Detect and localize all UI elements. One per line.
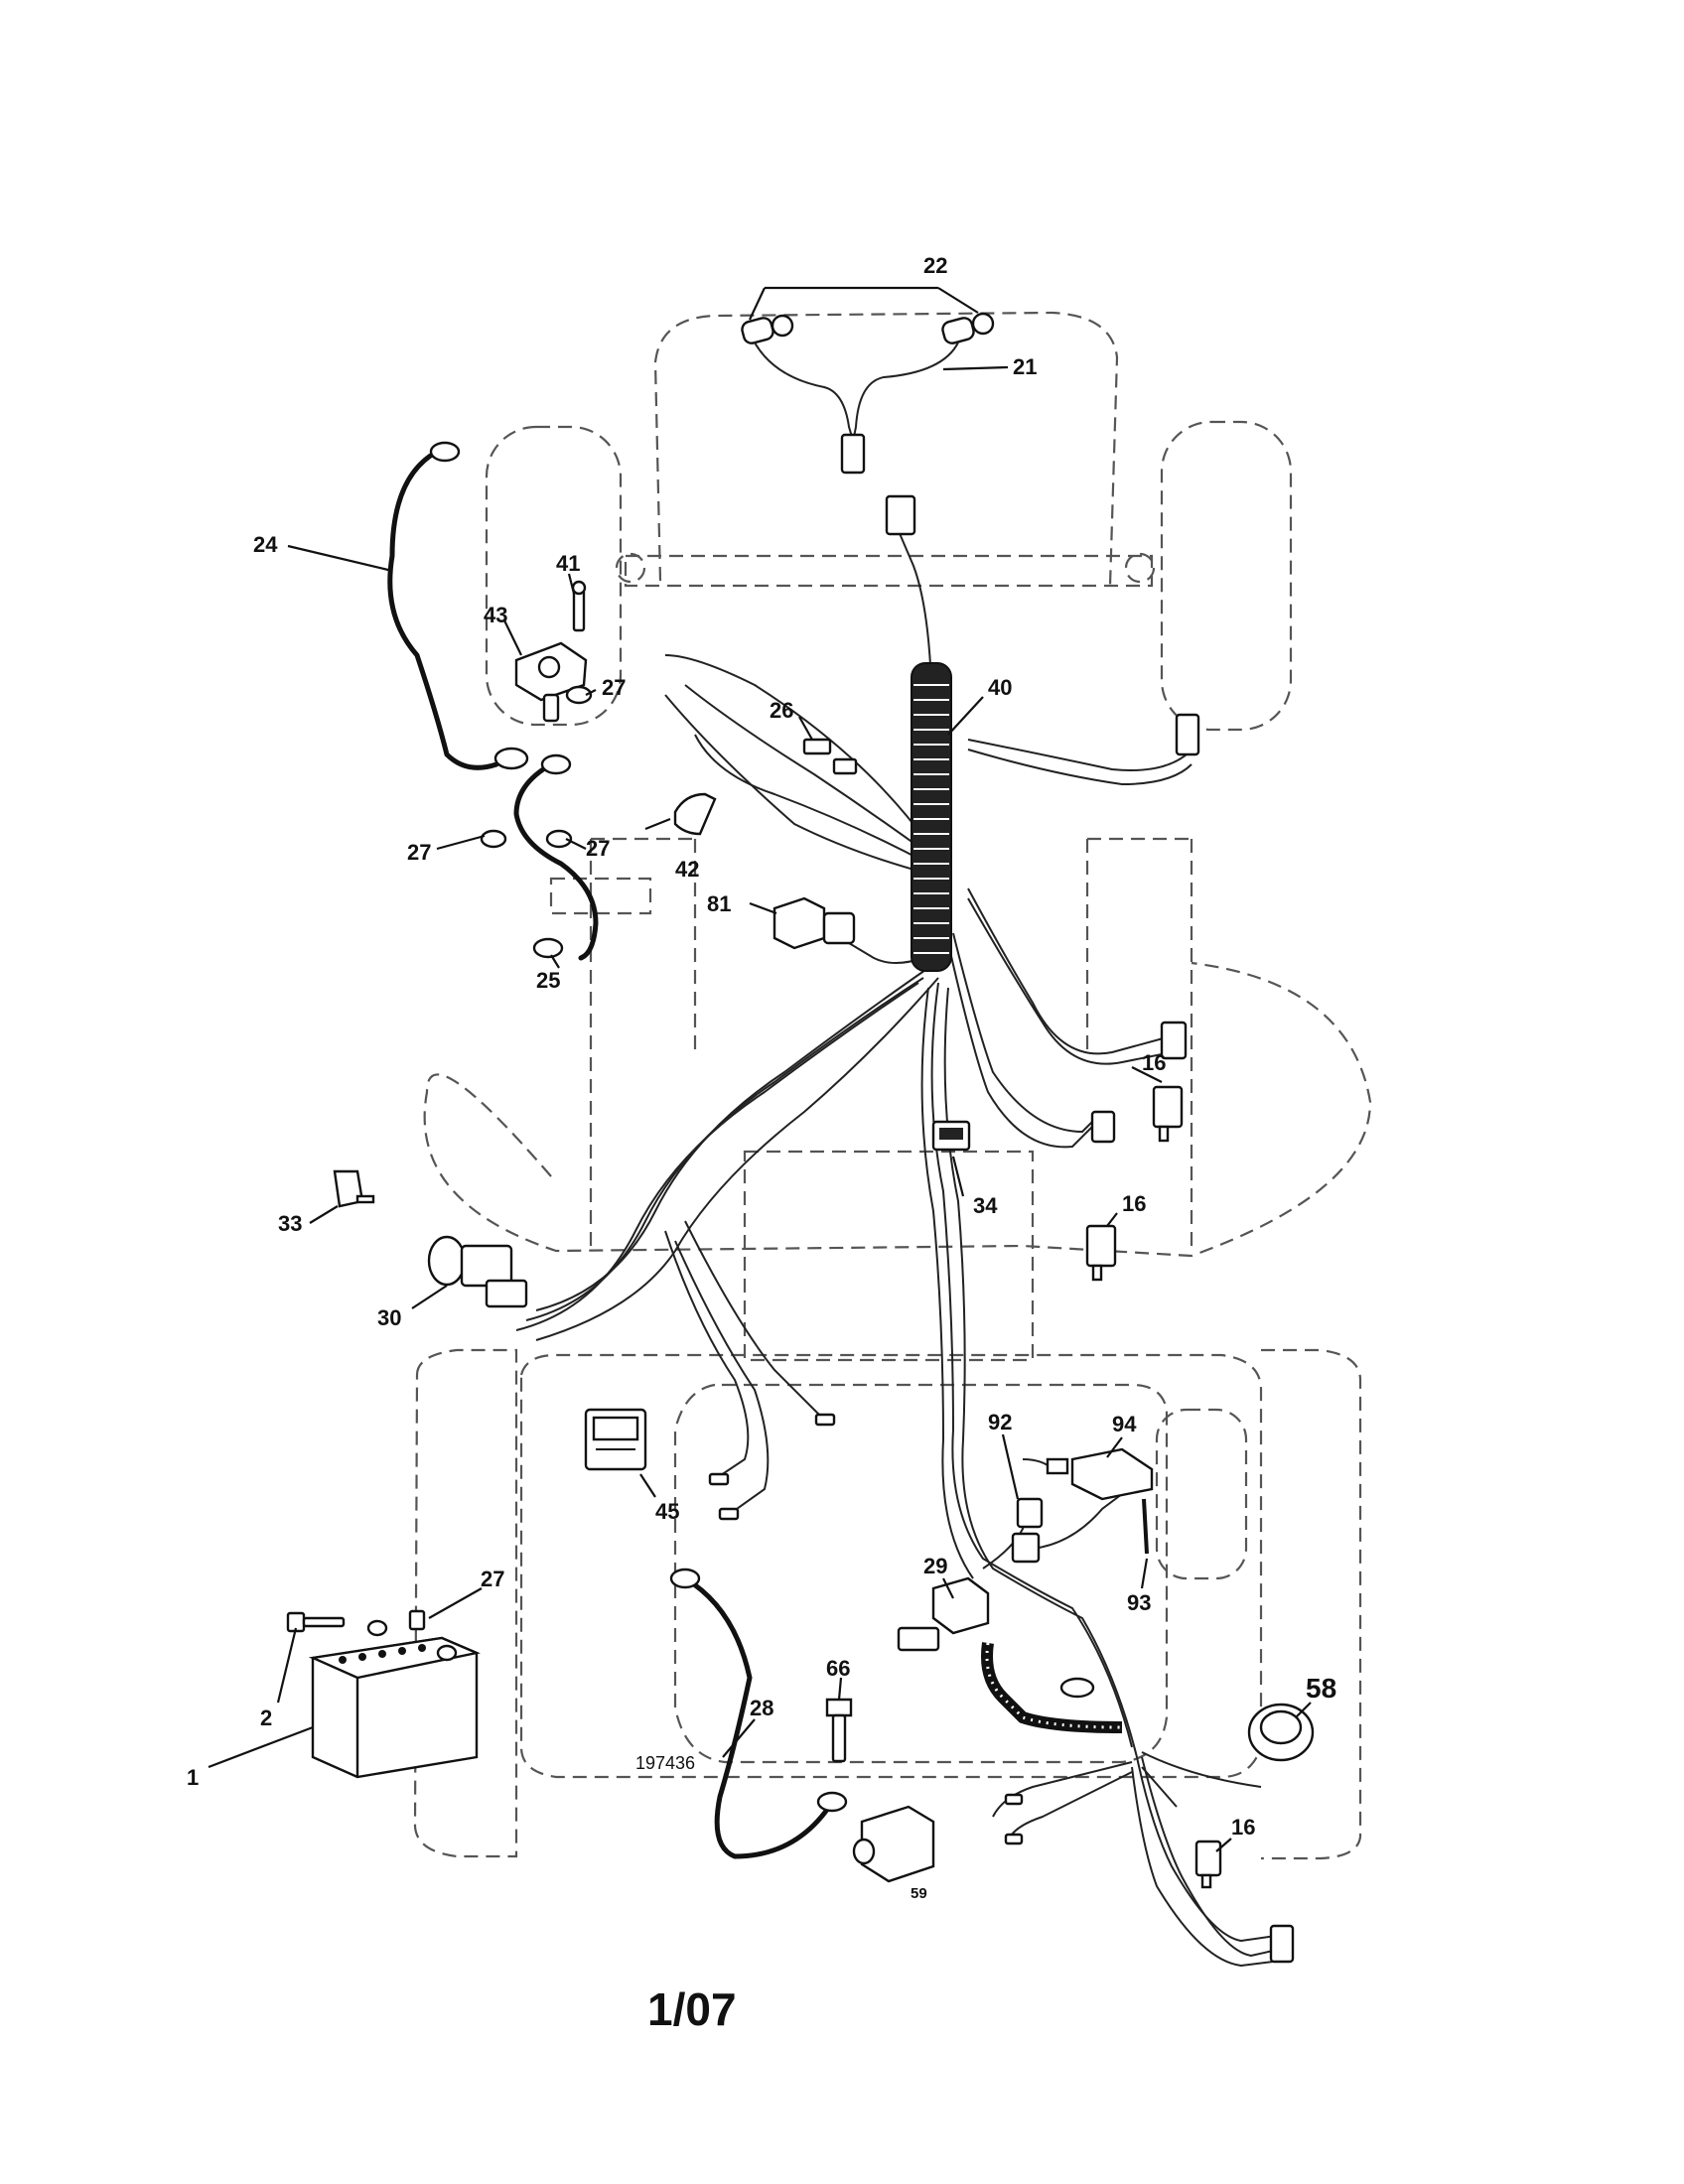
rear-left-wheel-outline <box>413 1348 518 1858</box>
callout-16: 16 <box>1122 1191 1146 1216</box>
terminal-boot <box>673 792 717 836</box>
hex-nut-top <box>565 685 593 705</box>
hex-nut-battery <box>408 1609 426 1631</box>
callout-16: 16 <box>1231 1815 1255 1840</box>
rocker-switch <box>931 1120 971 1152</box>
page-label: 1/07 <box>647 1983 737 2035</box>
relay <box>772 896 856 950</box>
connector-92 <box>1011 1497 1044 1564</box>
solenoid-bolt <box>571 580 587 632</box>
callout-81: 81 <box>707 891 731 916</box>
ignition-key <box>333 1169 375 1208</box>
harness-conduit <box>911 662 1123 1733</box>
connector-right-front <box>1175 713 1200 756</box>
front-axle-outline <box>624 554 1154 588</box>
reverse-switch <box>1046 1447 1154 1501</box>
callout-42: 42 <box>675 857 699 882</box>
callout-92: 92 <box>988 1410 1012 1434</box>
center-body-outline <box>743 1150 1035 1362</box>
callout-27: 27 <box>586 836 610 861</box>
control-module <box>897 1576 990 1652</box>
spring-pin <box>1142 1498 1149 1555</box>
callout-25: 25 <box>536 968 560 993</box>
connector-rear-bottom <box>1269 1924 1295 1964</box>
callout-41: 41 <box>556 551 580 576</box>
ring-terminals-45 <box>708 1413 836 1521</box>
callout-43: 43 <box>484 603 507 627</box>
frame-outline <box>589 837 1193 1251</box>
callout-26: 26 <box>770 698 793 723</box>
front-pivot-right <box>1124 552 1156 584</box>
seat-outline <box>423 961 1372 1258</box>
callout-59: 59 <box>911 1885 927 1902</box>
callout-2: 2 <box>260 1706 272 1730</box>
front-right-wheel-outline <box>1160 420 1293 732</box>
callout-27: 27 <box>481 1567 504 1591</box>
callout-34: 34 <box>973 1193 998 1218</box>
headlight-left <box>741 314 794 344</box>
callout-58: 58 <box>1306 1673 1336 1704</box>
hex-nut-left <box>480 829 507 849</box>
callout-40: 40 <box>988 675 1012 700</box>
switch-16-middle <box>1085 1224 1117 1282</box>
ignition-switch <box>427 1235 528 1308</box>
harness-wires <box>515 530 1287 1968</box>
fender-outline <box>673 1383 1169 1764</box>
dash-outline <box>549 877 652 915</box>
hood-outline <box>653 311 1119 587</box>
callout-21: 21 <box>1013 354 1037 379</box>
headlight-right <box>941 312 995 344</box>
fuse-holder <box>802 738 858 775</box>
hood-connector <box>885 494 916 536</box>
seat-switch-outline <box>1155 1408 1248 1580</box>
callout-33: 33 <box>278 1211 302 1236</box>
leader-lines <box>208 286 1312 1852</box>
battery <box>308 1619 481 1779</box>
callout-27: 27 <box>407 840 431 865</box>
rear-deck-outline <box>519 1353 1263 1779</box>
callout-28: 28 <box>750 1696 773 1720</box>
switch-16-upper <box>1152 1085 1184 1143</box>
ground-cable <box>387 441 529 770</box>
ammeter <box>584 1408 647 1471</box>
callout-labels: 22 21 24 41 43 27 27 27 42 25 26 40 81 1… <box>187 253 1336 1902</box>
loom-conduit <box>911 662 952 972</box>
battery-cable <box>513 753 599 961</box>
reverse-alarm <box>1247 1703 1315 1762</box>
callout-93: 93 <box>1127 1590 1151 1615</box>
callout-16: 16 <box>1142 1050 1166 1075</box>
hex-nut-right <box>545 829 573 849</box>
callout-45: 45 <box>655 1499 679 1524</box>
callout-27: 27 <box>602 675 626 700</box>
chassis-outline <box>413 311 1372 1860</box>
callout-22: 22 <box>923 253 947 278</box>
connector-34 <box>1090 1110 1116 1144</box>
ring-terminal-rear <box>1059 1677 1095 1699</box>
ignition-coil <box>852 1805 935 1883</box>
starter-solenoid <box>514 641 588 723</box>
callout-1: 1 <box>187 1765 199 1790</box>
callout-94: 94 <box>1112 1412 1137 1436</box>
callout-24: 24 <box>253 532 278 557</box>
ground-cable-rear <box>669 1568 848 1859</box>
diagram-id: 197436 <box>635 1753 695 1773</box>
callout-30: 30 <box>377 1305 401 1330</box>
callout-66: 66 <box>826 1656 850 1681</box>
hex-bolt-66 <box>825 1698 853 1763</box>
connector-16-upper <box>1160 1021 1188 1060</box>
rear-right-wheel-outline <box>1261 1348 1362 1860</box>
switch-16-lower <box>1194 1840 1222 1889</box>
front-left-wheel-outline <box>485 425 623 727</box>
spade-terminals-rear <box>1004 1793 1024 1845</box>
headlight-harness <box>754 341 959 475</box>
front-pivot-left <box>615 552 646 584</box>
callout-29: 29 <box>923 1554 947 1578</box>
